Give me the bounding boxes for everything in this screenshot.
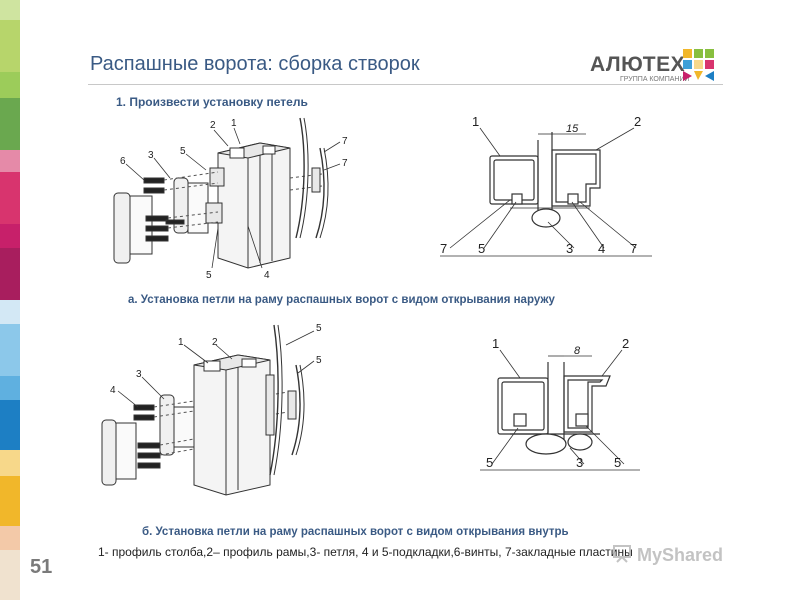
- section-label: 5: [478, 241, 485, 256]
- section-label: 7: [440, 241, 447, 256]
- watermark: MyShared: [612, 545, 723, 566]
- iso-label: 5: [316, 323, 322, 334]
- dimension-label: 15: [566, 123, 579, 135]
- caption-outward: а. Установка петли на раму распашных вор…: [128, 294, 555, 306]
- section-label: 3: [576, 455, 583, 470]
- screws: [133, 404, 161, 469]
- iso-label: 4: [110, 385, 116, 396]
- logo-tagline: ГРУППА КОМПАНИЙ: [620, 76, 690, 83]
- section-label: 5: [486, 455, 493, 470]
- section-drawing-inward: 1 8 2 5 3 5: [480, 336, 640, 471]
- section-label: 7: [630, 241, 637, 256]
- spacers: [265, 324, 305, 476]
- section-label: 1: [492, 336, 499, 351]
- page-number: 51: [30, 556, 53, 578]
- color-stripe: [0, 0, 20, 600]
- column-profile: [193, 354, 271, 496]
- iso-label: 7: [342, 158, 348, 169]
- hinge: [101, 394, 195, 486]
- iso-label: 3: [136, 369, 142, 380]
- iso-label: 3: [148, 150, 154, 161]
- title-divider: [88, 84, 723, 85]
- dimension-label: 8: [574, 345, 581, 357]
- iso-label: 1: [178, 337, 184, 348]
- company-logo: АЛЮТЕХ ГРУППА КОМПАНИЙ: [590, 47, 730, 87]
- caption-inward: б. Установка петли на раму распашных вор…: [142, 526, 569, 538]
- logo-mark-icon: [683, 49, 714, 81]
- iso-label: 6: [120, 156, 126, 167]
- watermark-text: MyShared: [637, 545, 724, 565]
- iso-drawing-inward: 1 2 3 4 5 5: [101, 323, 322, 496]
- section-label: 2: [622, 336, 629, 351]
- leaders: [117, 330, 315, 408]
- section-label: 5: [614, 455, 621, 470]
- page-title: Распашные ворота: сборка створок: [90, 53, 420, 75]
- section-label: 4: [598, 241, 605, 256]
- leaders: [125, 127, 341, 269]
- iso-label: 2: [212, 337, 218, 348]
- section-label: 3: [566, 241, 573, 256]
- iso-label: 2: [210, 120, 216, 131]
- iso-label: 4: [264, 270, 270, 281]
- presentation-icon: [613, 545, 631, 563]
- section-label: 2: [634, 114, 641, 129]
- iso-label: 7: [342, 136, 348, 147]
- step-heading: 1. Произвести установку петель: [116, 95, 308, 109]
- iso-drawing-outward: 2 1 5 3 6 5 4 7 7: [113, 117, 348, 281]
- section-drawing-outward: 1 2 15 7 5 3 4 7: [440, 114, 652, 257]
- hinge: [113, 167, 225, 264]
- iso-label: 5: [316, 355, 322, 366]
- screws: [143, 177, 185, 242]
- embedded-plates: [295, 117, 329, 239]
- iso-label: 1: [231, 118, 237, 129]
- logo-name: АЛЮТЕХ: [590, 53, 686, 76]
- column-profile: [217, 142, 291, 269]
- parts-legend: 1- профиль столба,2– профиль рамы,3- пет…: [98, 545, 633, 559]
- iso-label: 5: [206, 270, 212, 281]
- iso-label: 5: [180, 146, 186, 157]
- section-label: 1: [472, 114, 479, 129]
